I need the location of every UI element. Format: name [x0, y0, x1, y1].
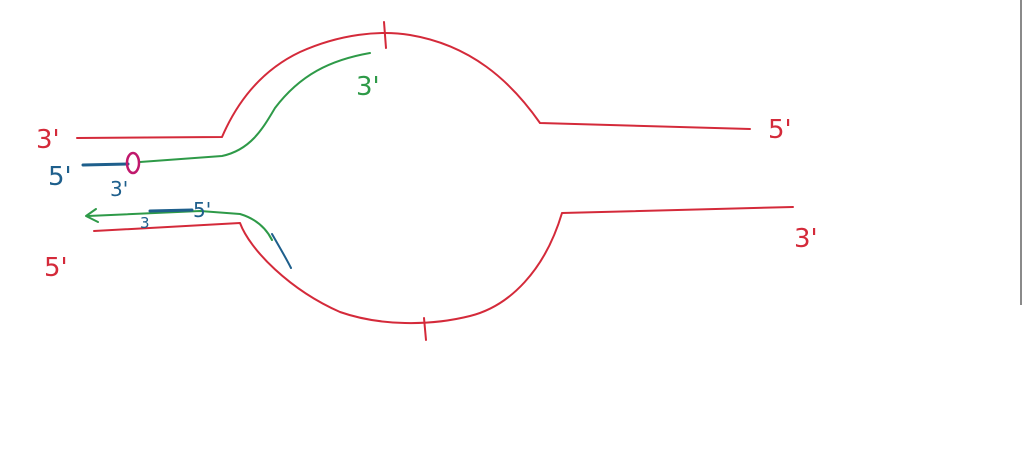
highlight-circle — [125, 151, 141, 175]
label-primer-top-5: 5' — [48, 162, 72, 192]
primer-bottom — [148, 208, 194, 213]
leading-strand-top — [139, 52, 371, 163]
label-bottom-left-end: 5' — [44, 253, 68, 283]
label-top-left-end: 3' — [36, 125, 60, 155]
bottom-template-strand — [93, 206, 794, 325]
label-leading-end: 3' — [356, 72, 380, 102]
label-primer-bottom-3: 3 — [140, 214, 150, 232]
top-template-strand — [76, 32, 751, 139]
lagging-arrowhead — [85, 208, 99, 223]
primer-top — [81, 162, 130, 167]
label-primer-top-3: 3' — [110, 177, 128, 201]
label-bottom-right-end: 3' — [794, 224, 818, 254]
scrollbar[interactable] — [1020, 0, 1022, 305]
label-top-right-end: 5' — [768, 115, 792, 145]
top-origin-tick — [383, 21, 387, 49]
lagging-strand-bottom — [87, 210, 273, 241]
primer-bottom-tail — [271, 233, 292, 269]
bottom-origin-tick — [423, 317, 427, 341]
label-primer-bottom-5: 5' — [193, 198, 211, 222]
